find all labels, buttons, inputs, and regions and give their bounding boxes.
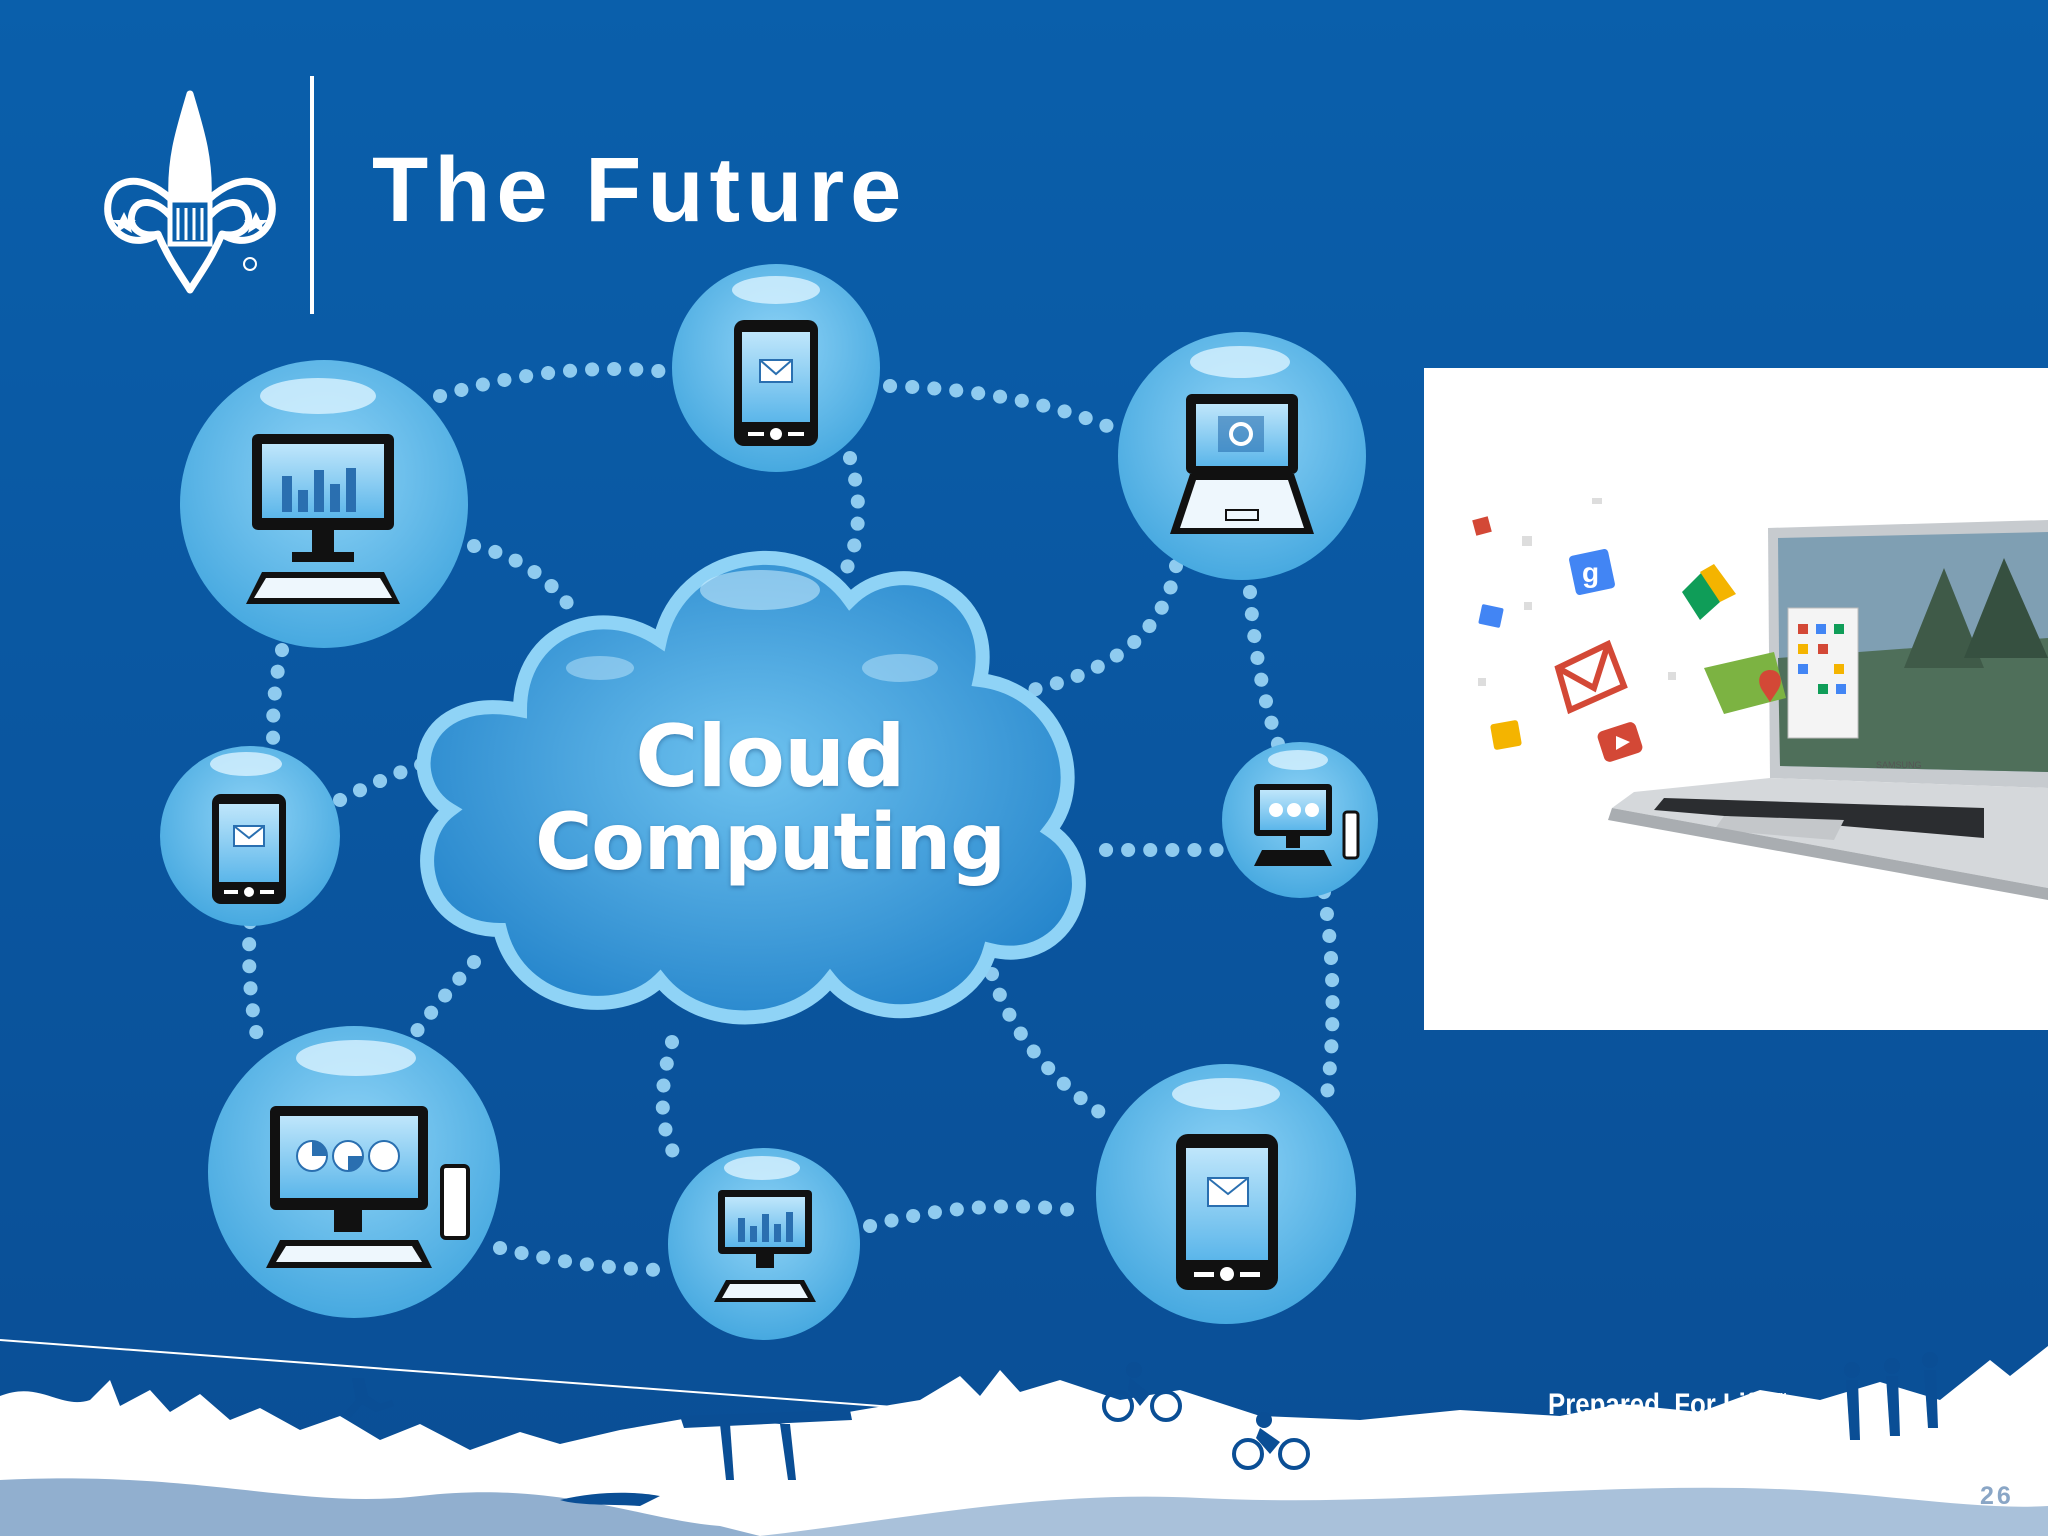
chromebook-photo: SAMSUNG g	[1424, 368, 2048, 1030]
connection-dots	[242, 362, 1340, 1277]
bubble-phone-left	[160, 746, 340, 926]
laptop-sync-icon	[1170, 394, 1314, 534]
outdoor-landscape-footer	[0, 1339, 2048, 1536]
floating-app-icons: g	[1472, 498, 1786, 762]
desktop-bar-chart-icon	[714, 1190, 816, 1302]
desktop-bar-chart-icon	[246, 434, 400, 604]
slide-title: The Future	[372, 139, 908, 241]
bubble-desktop-bottom	[668, 1148, 860, 1340]
bubble-phone-top	[672, 264, 880, 472]
cloud-label-line1: Cloud	[635, 707, 905, 807]
smartphone-email-icon	[212, 794, 286, 904]
laptop-brand-label: SAMSUNG	[1876, 760, 1922, 770]
fleur-de-lis-logo-icon	[104, 90, 276, 294]
tagline: Prepared. For Life.™	[1548, 1388, 1787, 1422]
smartphone-email-icon	[734, 320, 818, 446]
desktop-pie-chart-icon	[1254, 784, 1360, 866]
page-number: 26	[1980, 1482, 2014, 1510]
bubble-laptop-top-right	[1118, 332, 1366, 580]
cloud-label: Cloud Computing	[430, 714, 1110, 882]
cloud-label-line2: Computing	[535, 798, 1006, 888]
tablet-email-icon	[1176, 1134, 1278, 1290]
cloud-shape	[416, 550, 1086, 1025]
google-icon: g	[1582, 557, 1599, 588]
activity-silhouettes	[344, 1352, 1938, 1506]
bubble-desktop-right	[1222, 742, 1378, 898]
bubble-tablet-bottom-right	[1096, 1064, 1356, 1324]
trademark-mark: ™	[1775, 1390, 1788, 1405]
bubble-desktop-top-left	[180, 360, 468, 648]
bubble-desktop-bottom-left	[208, 1026, 500, 1318]
desktop-pie-chart-tower-icon	[266, 1106, 470, 1268]
tagline-text: Prepared. For Life.	[1548, 1388, 1776, 1421]
cloud-computing-diagram	[160, 264, 1378, 1340]
title-divider	[310, 76, 314, 314]
